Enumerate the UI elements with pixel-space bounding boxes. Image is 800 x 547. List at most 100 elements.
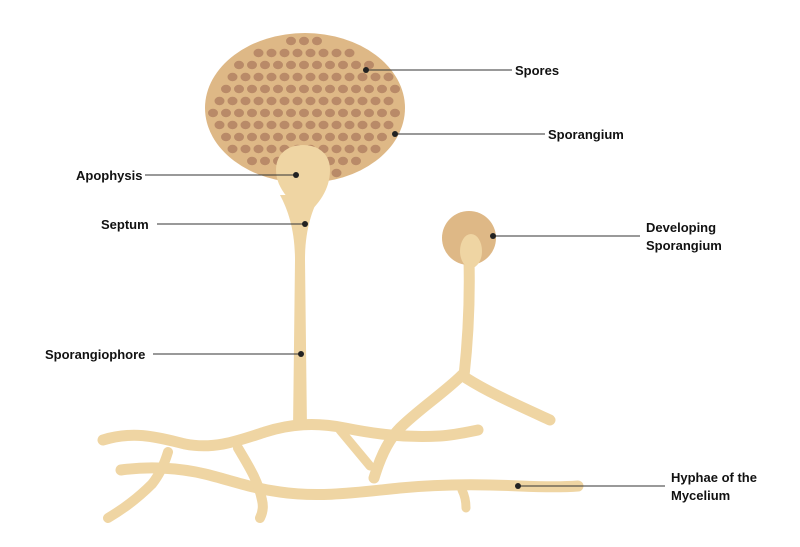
spore	[344, 120, 355, 130]
spore	[364, 84, 374, 94]
sporangium-body	[205, 33, 405, 183]
spore	[331, 48, 342, 58]
spore	[377, 132, 387, 142]
spore	[305, 48, 316, 58]
spore	[344, 48, 355, 58]
developing-apophysis	[460, 234, 482, 268]
spore	[266, 48, 277, 58]
spore	[260, 60, 270, 70]
spore	[357, 144, 368, 154]
spores-group	[208, 36, 400, 178]
sporangiophore-pointer-dot	[298, 351, 304, 357]
spore	[390, 108, 400, 118]
spore	[279, 96, 290, 106]
spore	[351, 60, 361, 70]
spore	[240, 96, 251, 106]
spore	[338, 156, 348, 166]
label-spores: Spores	[515, 63, 559, 78]
spore	[318, 120, 329, 130]
spore	[273, 108, 283, 118]
spore	[312, 132, 322, 142]
spore	[273, 84, 283, 94]
spore	[247, 108, 257, 118]
spore	[214, 120, 225, 130]
spore	[227, 120, 238, 130]
spore	[247, 132, 257, 142]
spore	[260, 132, 270, 142]
spore	[338, 60, 348, 70]
sporangium-pointer-dot	[392, 131, 398, 137]
developing-sporangium-pointer-dot	[490, 233, 496, 239]
spore	[351, 132, 361, 142]
spore	[338, 84, 348, 94]
spore	[338, 108, 348, 118]
spore	[377, 84, 387, 94]
spore	[351, 108, 361, 118]
label-sporangium: Sporangium	[548, 127, 624, 142]
spore	[357, 96, 368, 106]
spore	[286, 36, 296, 46]
spore	[221, 84, 231, 94]
spore	[370, 144, 381, 154]
spore	[208, 108, 218, 118]
spore	[344, 144, 355, 154]
spore	[253, 144, 264, 154]
apophysis	[276, 145, 330, 215]
label-septum: Septum	[101, 217, 149, 232]
spore	[260, 108, 270, 118]
apophysis-pointer-dot	[293, 172, 299, 178]
spore	[279, 120, 290, 130]
spore	[318, 72, 329, 82]
sporangium	[205, 33, 405, 215]
spore	[240, 120, 251, 130]
spore	[221, 132, 231, 142]
spore	[351, 156, 361, 166]
spore	[325, 84, 335, 94]
developing-sporangium-branch	[368, 254, 556, 484]
spore	[364, 108, 374, 118]
label-sporangiophore: Sporangiophore	[45, 347, 145, 362]
spore	[331, 120, 342, 130]
spore	[260, 156, 270, 166]
spore	[357, 72, 368, 82]
spore	[338, 132, 348, 142]
mycelium-hyphae	[97, 419, 584, 523]
spore	[312, 108, 322, 118]
spore	[299, 60, 309, 70]
spore	[227, 144, 238, 154]
spore	[286, 84, 296, 94]
label-hyphae-line2: Mycelium	[671, 488, 730, 503]
spore	[331, 96, 342, 106]
spore	[253, 72, 264, 82]
spore	[279, 48, 290, 58]
spore	[312, 36, 322, 46]
spore	[286, 132, 296, 142]
spore	[305, 96, 316, 106]
spore	[286, 108, 296, 118]
spore	[234, 60, 244, 70]
spore	[221, 108, 231, 118]
spore	[331, 144, 342, 154]
spore	[253, 120, 264, 130]
spore	[266, 72, 277, 82]
spore	[214, 96, 225, 106]
sporangiophore	[280, 195, 320, 430]
spore	[227, 72, 238, 82]
spore	[312, 60, 322, 70]
spore	[357, 120, 368, 130]
spore	[325, 132, 335, 142]
spore	[273, 132, 283, 142]
spore	[299, 84, 309, 94]
spore	[234, 108, 244, 118]
spores-pointer-dot	[363, 67, 369, 73]
labels: Spores Sporangium Apophysis Septum Devel…	[45, 63, 757, 503]
spore	[292, 72, 303, 82]
spore	[318, 96, 329, 106]
spore	[305, 120, 316, 130]
spore	[344, 96, 355, 106]
label-developing-line1: Developing	[646, 220, 716, 235]
spore	[240, 144, 251, 154]
spore	[247, 156, 257, 166]
spore	[325, 108, 335, 118]
spore	[292, 48, 303, 58]
